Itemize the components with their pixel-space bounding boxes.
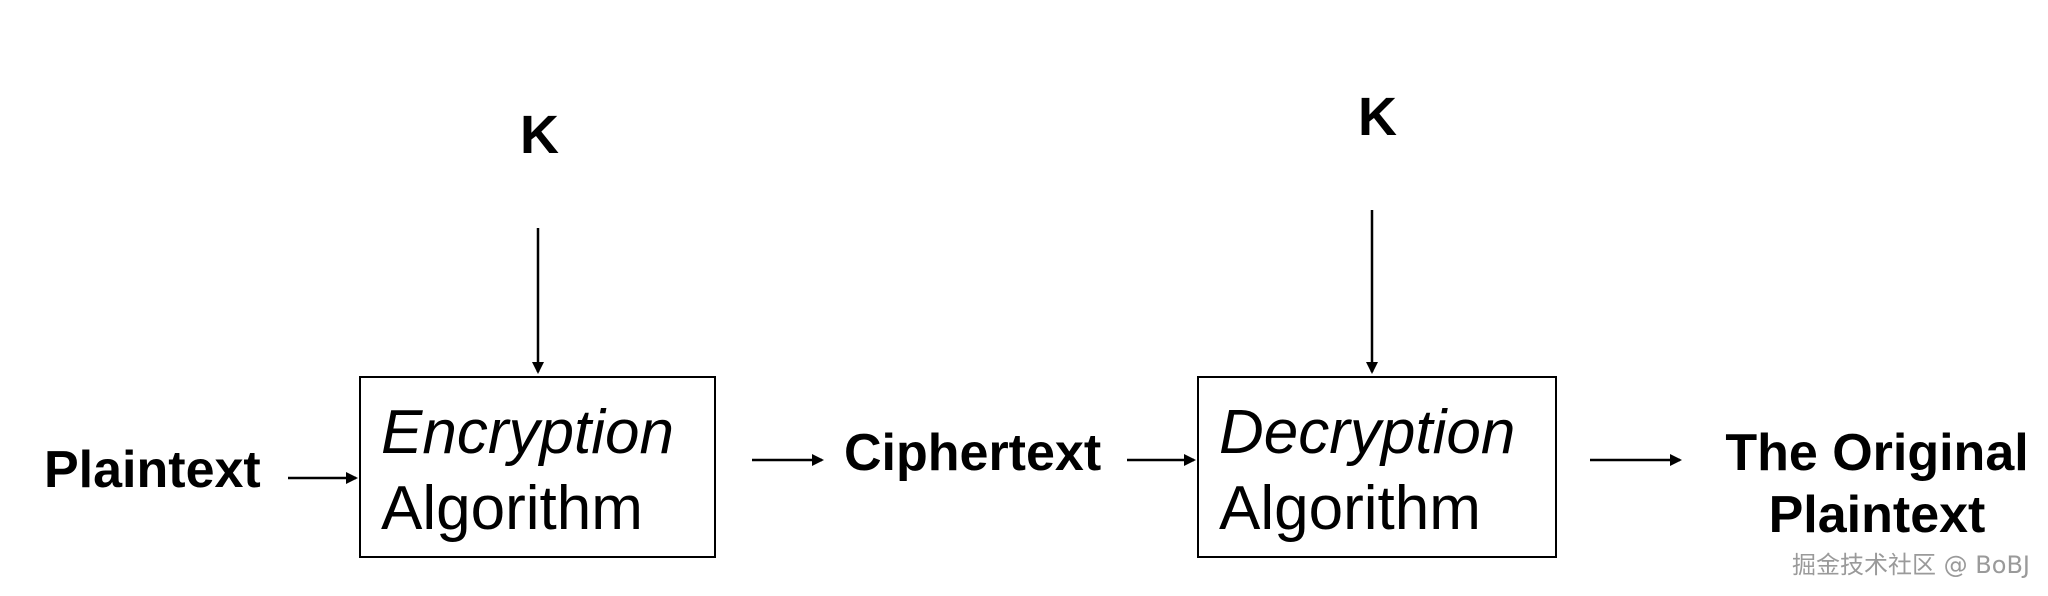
decryption-algorithm-box: Decryption Algorithm [1197,376,1557,558]
plaintext-label: Plaintext [44,441,261,499]
decryption-box-subtitle: Algorithm [1219,474,1481,543]
original-plaintext-label: The Original Plaintext [1718,422,2036,546]
decryption-key-label: K [1358,87,1397,147]
original-plaintext-line2: Plaintext [1768,486,1986,544]
ciphertext-label: Ciphertext [844,424,1102,482]
watermark: 掘金技术社区 @ BoBJ [1792,551,2030,579]
original-plaintext-line1: The Original [1725,424,2029,482]
decryption-box-title: Decryption [1219,398,1516,467]
encryption-box-subtitle: Algorithm [381,474,643,543]
encryption-box-title: Encryption [381,398,674,467]
encryption-key-label: K [520,105,559,165]
encryption-algorithm-box: Encryption Algorithm [359,376,716,558]
